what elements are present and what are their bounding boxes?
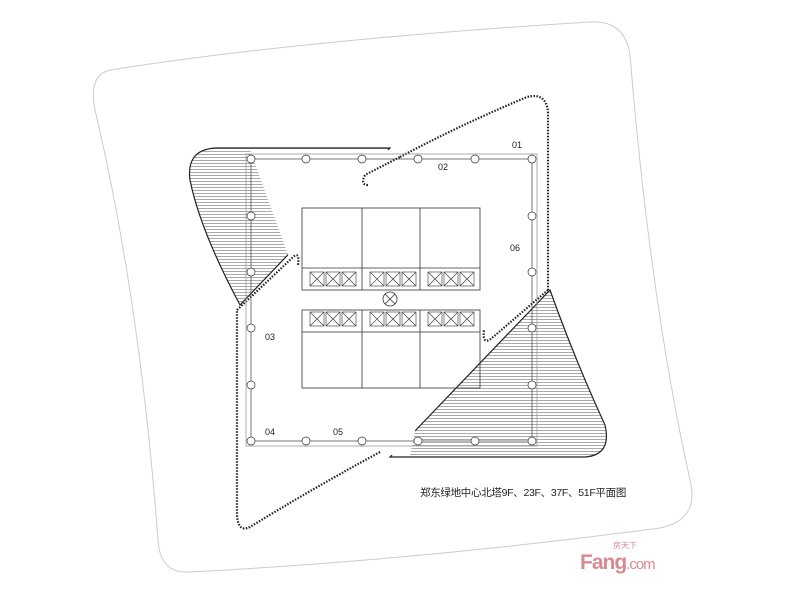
elevator-cross [309, 311, 325, 327]
column-marker [246, 436, 256, 446]
column-marker [357, 436, 367, 446]
elevator-cross [325, 271, 341, 287]
column-marker [246, 267, 256, 277]
column-grid [245, 153, 538, 447]
elevator-shaft [443, 311, 459, 327]
elevator-shaft [443, 271, 459, 287]
elevator-cross [385, 311, 401, 327]
column-marker [527, 380, 537, 390]
elevator-cross [369, 311, 385, 327]
column-marker [413, 436, 423, 446]
column-marker [301, 154, 311, 164]
elevators [309, 271, 475, 327]
tower-slab [237, 95, 548, 530]
elevator-cross [385, 271, 401, 287]
elevator-shaft [401, 271, 417, 287]
elevator-shaft [427, 311, 443, 327]
column-marker [470, 154, 480, 164]
elevator-cross [443, 311, 459, 327]
column-marker [246, 154, 256, 164]
column-marker [470, 436, 480, 446]
watermark-en-suffix: .com [626, 556, 655, 573]
elevator-shaft [341, 311, 357, 327]
zone-label-03: 03 [265, 332, 276, 342]
elevator-cross [459, 311, 475, 327]
plan-caption: 郑东绿地中心北塔9F、23F、37F、51F平面图 [420, 487, 627, 499]
curtain-wall [235, 94, 550, 530]
watermark-en: Fang.com [580, 551, 656, 577]
elevator-cross [443, 271, 459, 287]
elevator-cross [325, 311, 341, 327]
watermark-en-main: Fang [580, 551, 627, 574]
elevator-cross [459, 271, 475, 287]
zone-label-01: 01 [512, 140, 523, 150]
zone-label-04: 04 [265, 427, 276, 437]
elevator-shaft [459, 271, 475, 287]
zone-label-06: 06 [510, 243, 521, 253]
elevator-shaft [341, 271, 357, 287]
elevator-shaft [309, 311, 325, 327]
elevator-cross [427, 271, 443, 287]
watermark-logo: 房天下 Fang.com [580, 541, 656, 577]
column-marker [357, 154, 367, 164]
elevator-shaft [385, 271, 401, 287]
column-marker [301, 436, 311, 446]
elevator-shaft [459, 311, 475, 327]
zone-label-02: 02 [438, 162, 449, 172]
elevator-shaft [401, 311, 417, 327]
elevator-cross [427, 311, 443, 327]
column-marker [527, 267, 537, 277]
watermark-cn: 房天下 [613, 541, 637, 550]
site-boundary [92, 21, 693, 573]
zone-label-05: 05 [333, 427, 344, 437]
elevator-shaft [325, 311, 341, 327]
column-marker [527, 154, 537, 164]
elevator-cross [341, 271, 357, 287]
core [301, 207, 481, 389]
elevator-shaft [369, 311, 385, 327]
column-marker [246, 380, 256, 390]
column-marker [413, 154, 423, 164]
elevator-cross [401, 271, 417, 287]
elevator-shaft [309, 271, 325, 287]
facade-fin-right [388, 288, 607, 458]
column-marker [527, 436, 537, 446]
elevator-cross [341, 311, 357, 327]
column-marker [527, 211, 537, 221]
elevator-shaft [369, 271, 385, 287]
columns [246, 154, 537, 446]
column-marker [527, 323, 537, 333]
elevator-shaft [325, 271, 341, 287]
elevator-cross [309, 271, 325, 287]
elevator-cross [401, 311, 417, 327]
elevator-shaft [427, 271, 443, 287]
column-marker [246, 211, 256, 221]
elevator-shaft [385, 311, 401, 327]
elevator-cross [369, 271, 385, 287]
column-marker [246, 323, 256, 333]
